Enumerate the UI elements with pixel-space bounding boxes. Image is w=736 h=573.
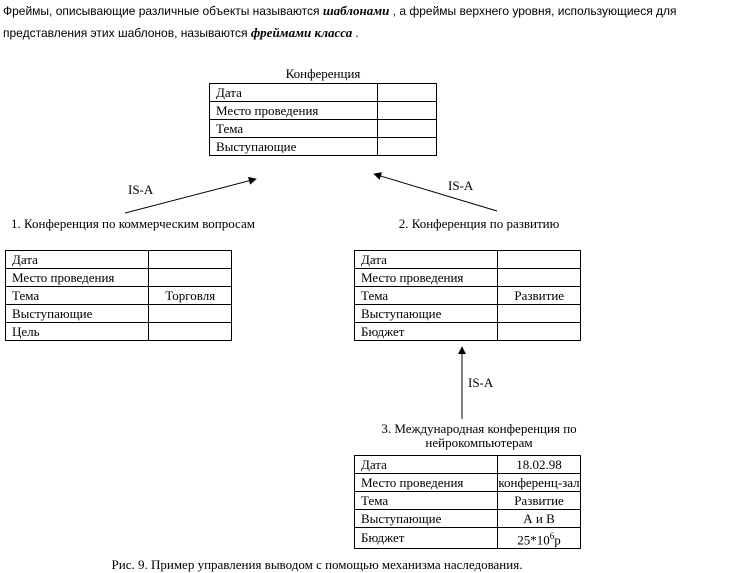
slot-name: Выступающие [208,137,379,156]
frame-row: Цель [4,322,232,341]
frame-row: Выступающие [208,137,437,156]
frame-row: Дата [4,250,232,269]
intro-text-2: , а фреймы верхнего уровня, использующие… [3,4,677,40]
budget-base: 25*10 [517,532,550,548]
slot-value: А и В [497,509,581,528]
slot-name: Дата [353,250,499,269]
slot-value [377,137,437,156]
frame-row: Место проведения [208,101,437,120]
isa-arrow-right [373,172,498,212]
intro-text-1: Фреймы, описывающие различные объекты на… [3,4,323,18]
frame1-title: 1. Конференция по коммерческим вопросам [11,216,255,231]
slot-value: Торговля [148,286,232,305]
frame-row: Бюджет [353,322,581,341]
root-frame: Дата Место проведения Тема Выступающие [208,83,437,156]
slot-name: Бюджет [353,322,499,341]
isa-label-left: IS-A [128,182,154,197]
isa-label-right: IS-A [448,178,474,193]
slot-value: Развитие [497,491,581,510]
intro-paragraph: Фреймы, описывающие различные объекты на… [3,0,733,44]
term-templates: шаблонами [322,3,390,18]
slot-name: Бюджет [353,526,499,550]
isa-arrow-left [124,176,257,214]
slot-name: Цель [4,322,150,341]
frame-row: Место проведения [353,268,581,287]
slot-value [497,322,581,341]
slot-value: Развитие [497,286,581,305]
intro-text-3: . [352,26,359,40]
budget-exponent: 6 [549,531,555,541]
slot-name: Место проведения [4,268,150,287]
slot-value-budget: 25*106р [497,526,581,550]
slot-name: Выступающие [353,304,499,323]
root-frame-title: Конференция [285,66,361,81]
frame-row: Дата [353,250,581,269]
frame2-title: 2. Конференция по развитию [398,216,560,231]
slot-value [148,322,232,341]
slot-name: Место проведения [353,268,499,287]
isa-label-vertical: IS-A [468,375,494,390]
budget-unit: р [554,532,561,548]
frame-row: Выступающие [353,304,581,323]
slot-name: Место проведения [208,101,379,120]
frame-row: Место проведения [4,268,232,287]
frame3-title: 3. Международная конференция по нейроком… [381,421,577,450]
figure-caption: Рис. 9. Пример управления выводом с помо… [111,557,523,572]
term-class-frames: фреймами класса [250,25,353,40]
